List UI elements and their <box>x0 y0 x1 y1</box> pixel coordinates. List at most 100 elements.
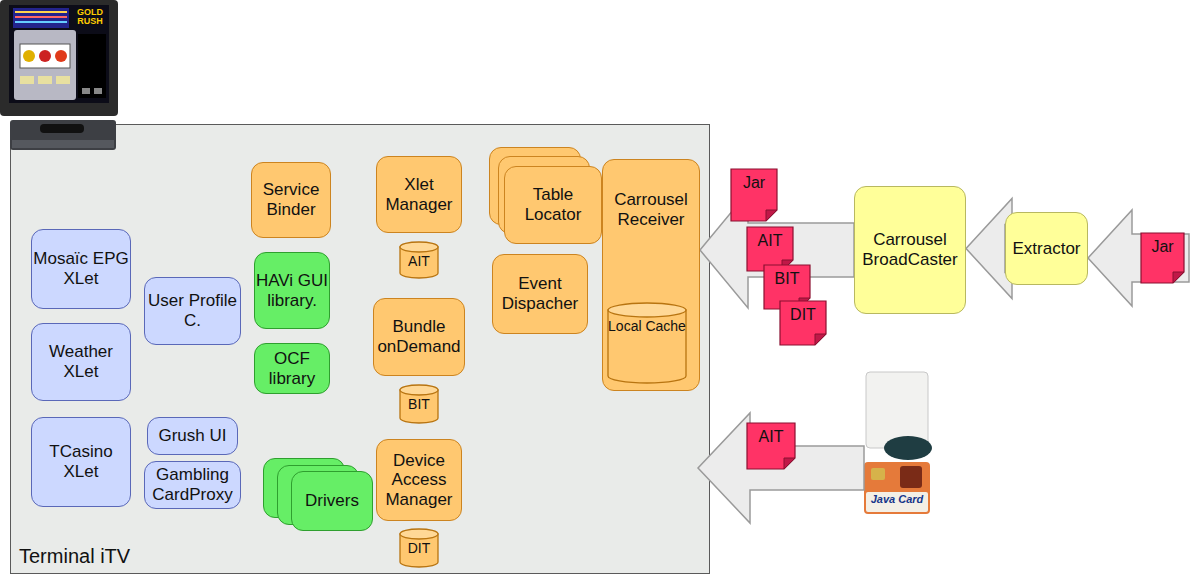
node-label: Service Binder <box>252 180 330 219</box>
middleware-box: Bundle onDemand <box>373 298 465 376</box>
table-cylinder: DIT <box>399 528 439 568</box>
block-arrow <box>698 413 864 523</box>
node-label: Extractor <box>1012 239 1080 259</box>
node-label: AIT <box>759 428 784 446</box>
library-box: OCF library <box>254 343 330 394</box>
document-fold <box>766 210 777 221</box>
node-label: Jar <box>743 174 765 192</box>
node-label: AIT <box>408 253 430 269</box>
tv-set <box>0 0 118 116</box>
java-card <box>864 462 930 514</box>
library-box: Drivers <box>291 471 373 531</box>
document-sheet <box>747 227 793 271</box>
block-arrow <box>1088 210 1189 306</box>
terminal-region: Terminal iTVMosaïc EPG XLetWeather XLetT… <box>10 124 710 574</box>
table-document: Jar <box>730 168 778 222</box>
node-label: Carrousel BroadCaster <box>855 230 965 269</box>
block-arrow <box>966 199 1012 299</box>
node-label: DIT <box>408 540 431 556</box>
document-sheet <box>780 301 826 345</box>
application-box: TCasino XLet <box>31 417 131 507</box>
node-label: OCF library <box>255 349 329 388</box>
node-label: Local Cache <box>608 318 686 334</box>
table-document: Jar <box>1140 232 1185 284</box>
fruit <box>39 50 51 62</box>
node-label: TCasino XLet <box>32 442 130 481</box>
cylinder-top <box>400 529 438 539</box>
middleware-box: Device Access Manager <box>376 439 462 521</box>
server-box: Carrousel BroadCaster <box>854 186 966 314</box>
modem-dome <box>884 436 932 460</box>
table-cylinder: BIT <box>399 384 439 424</box>
paytable <box>13 8 69 28</box>
library-box: HAVi GUI library. <box>254 252 330 329</box>
cylinder-top <box>400 242 438 252</box>
modem-body <box>866 372 928 448</box>
node-label: DIT <box>790 306 816 324</box>
panel-button <box>94 88 102 94</box>
table-cylinder: Local Cache <box>607 302 687 384</box>
cyl-outline <box>607 302 687 384</box>
node-label: Gambling CardProxy <box>145 465 240 504</box>
application-box: Grush UI <box>147 417 238 455</box>
node-label: Weather XLet <box>32 342 130 381</box>
screen-title: GOLD RUSH <box>72 8 108 27</box>
node-label: AIT <box>758 232 783 250</box>
card-brand: Java Card <box>866 494 928 506</box>
node-label: User Profile C. <box>145 291 240 330</box>
middleware-box: Carrousel ReceiverLocal Cache <box>602 159 700 391</box>
table-document: DIT <box>779 300 827 346</box>
set-top-box <box>10 120 116 150</box>
table-cylinder: AIT <box>399 241 439 279</box>
slot-button <box>20 76 34 84</box>
panel-button <box>82 88 90 94</box>
middleware-box: Xlet Manager <box>376 156 462 233</box>
application-box: Mosaïc EPG XLet <box>31 229 131 309</box>
fruit <box>55 50 67 62</box>
document-sheet <box>1141 233 1184 283</box>
paytable-row <box>15 11 67 13</box>
slot-button <box>56 76 70 84</box>
node-label: BIT <box>408 396 430 412</box>
remote-control <box>40 124 84 133</box>
cylinder-body <box>608 310 686 383</box>
node-label: Xlet Manager <box>377 175 461 214</box>
cylinder-top <box>608 303 686 317</box>
application-box: User Profile C. <box>144 277 241 345</box>
application-box: Weather XLet <box>31 323 131 401</box>
card-strip <box>866 492 928 512</box>
middleware-box: Service Binder <box>251 162 331 238</box>
stb-front <box>12 140 114 148</box>
node-label: BIT <box>775 270 800 288</box>
application-box: Gambling CardProxy <box>144 461 241 509</box>
document-sheet <box>747 423 795 469</box>
cylinder-top <box>400 385 438 395</box>
node-label: Grush UI <box>158 426 226 446</box>
region-title: Terminal iTV <box>19 545 130 568</box>
node-label: Carrousel Receiver <box>603 190 699 229</box>
table-document: AIT <box>746 422 796 470</box>
reels <box>20 44 70 68</box>
block-arrow <box>700 192 854 308</box>
node-label: Device Access Manager <box>377 451 461 510</box>
middleware-box: Table Locator <box>504 166 602 244</box>
side-panel <box>78 34 106 98</box>
node-label: Mosaïc EPG XLet <box>32 249 130 288</box>
paytable-row <box>15 16 67 18</box>
node-label: Event Dispacher <box>493 274 587 313</box>
node-label: Bundle onDemand <box>374 317 464 356</box>
node-label: Drivers <box>305 491 359 511</box>
middleware-box: Event Dispacher <box>492 254 588 334</box>
node-label: Jar <box>1151 238 1173 256</box>
slot-machine <box>14 30 76 100</box>
slot-button <box>38 76 52 84</box>
server-box: Extractor <box>1005 212 1088 285</box>
node-label: HAVi GUI library. <box>255 271 329 310</box>
fruit <box>23 50 35 62</box>
modem <box>866 372 932 460</box>
node-label: Table Locator <box>505 185 601 224</box>
card-chip <box>871 468 885 480</box>
document-sheet <box>731 169 777 221</box>
stb-body <box>10 120 116 150</box>
